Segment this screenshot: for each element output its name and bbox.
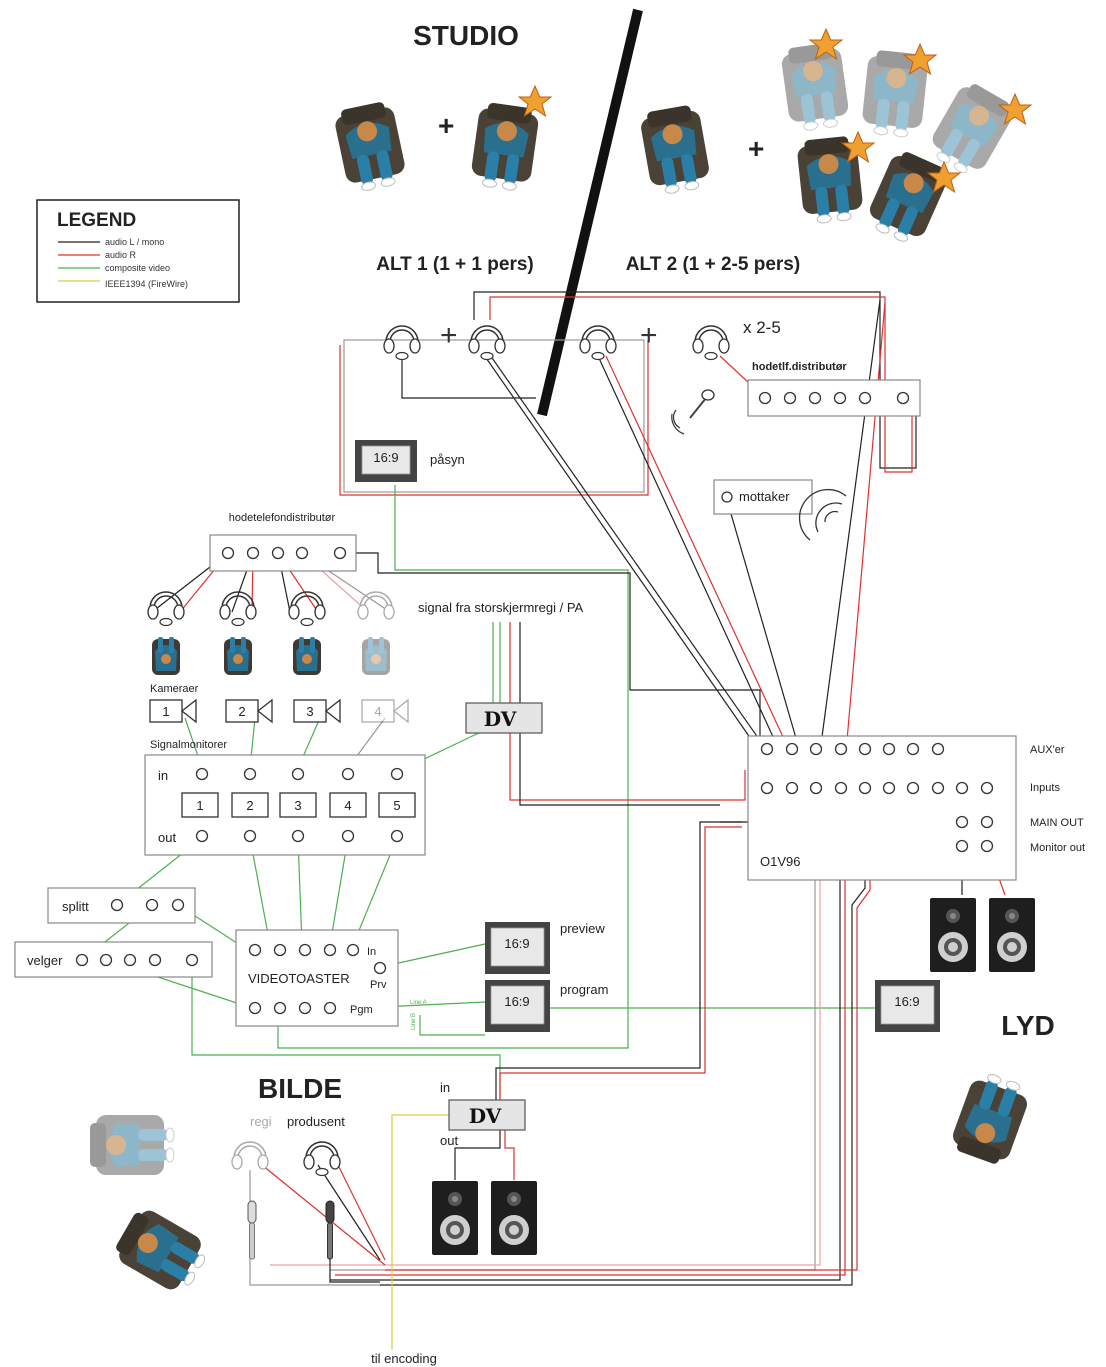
- alt2-label: ALT 2 (1 + 2-5 pers): [626, 254, 800, 275]
- camera-2: 2: [225, 698, 273, 724]
- dv-converter-bottom: in DV out: [440, 1080, 526, 1148]
- splitt-box: splitt: [47, 887, 196, 924]
- sound-operator: [947, 1067, 1034, 1169]
- wireless-mic-icon: [671, 389, 715, 435]
- alt-divider: [537, 8, 643, 417]
- encoding-label: til encoding: [371, 1351, 437, 1366]
- monitor-ratio: 16:9: [504, 936, 529, 951]
- producer-person: [109, 1203, 214, 1299]
- program-monitor: 16:9 program Line A Line B: [410, 980, 608, 1032]
- legend-item-audio-r: audio R: [105, 250, 137, 260]
- monitor-number: 2: [246, 798, 253, 813]
- studio-headphones: + + x 2-5: [383, 318, 781, 361]
- legend-title: LEGEND: [57, 210, 136, 231]
- rack-in-label: in: [158, 768, 168, 783]
- legend-item-audio-l: audio L / mono: [105, 237, 164, 247]
- signalmonitorer-label: Signalmonitorer: [150, 739, 227, 751]
- svg-text:2: 2: [238, 704, 245, 719]
- cameras: 1 2 3 4: [149, 698, 409, 724]
- line-b-label: Line B: [411, 1013, 417, 1030]
- legend-item-firewire: IEEE1394 (FireWire): [105, 279, 188, 289]
- lyd-speakers: [930, 898, 1035, 972]
- mottaker-receiver: mottaker: [713, 479, 847, 541]
- director-person: [89, 1114, 175, 1176]
- mixer-main-out-label: MAIN OUT: [1030, 817, 1084, 829]
- bilde-headsets: [231, 1141, 341, 1260]
- legend-item-video: composite video: [105, 263, 170, 273]
- line-a-label: Line A: [410, 1000, 427, 1006]
- plus-sign: +: [440, 319, 458, 352]
- vt-in-label: In: [367, 946, 376, 958]
- vt-pgm-label: Pgm: [350, 1004, 373, 1016]
- plus-sign: +: [438, 110, 454, 141]
- mixer-name: O1V96: [760, 854, 800, 869]
- dv-out-label: out: [440, 1133, 458, 1148]
- svg-text:3: 3: [306, 704, 313, 719]
- program-label: program: [560, 982, 608, 997]
- camera-operators: [147, 591, 395, 675]
- monitor-number: 3: [294, 798, 301, 813]
- preview-monitor: 16:9 preview: [485, 921, 605, 974]
- mixer-monitor-out-label: Monitor out: [1030, 842, 1085, 854]
- signal-monitors-rack: in out 1 2 3 4 5: [144, 754, 426, 856]
- splitt-label: splitt: [62, 899, 89, 914]
- camera-3: 3: [293, 698, 341, 724]
- hp-distributor-label: hodetlf.distributør: [752, 361, 847, 373]
- monitor-ratio: 16:9: [894, 994, 919, 1009]
- dv-converter-top: DV: [465, 702, 543, 734]
- headphones-count: x 2-5: [743, 318, 781, 337]
- svg-text:4: 4: [374, 704, 381, 719]
- monitor-ratio: 16:9: [504, 994, 529, 1009]
- studio-hp-distributor: hodetlf.distributør: [747, 361, 921, 417]
- studio-title: STUDIO: [413, 20, 519, 51]
- dv-in-label: in: [440, 1080, 450, 1095]
- bilde-title: BILDE: [258, 1073, 342, 1104]
- lyd-title: LYD: [1001, 1010, 1054, 1041]
- monitor-number: 1: [196, 798, 203, 813]
- pasyn-monitor: 16:9 påsyn: [355, 440, 465, 482]
- o1v96-mixer: O1V96: [747, 735, 1017, 881]
- velger-label: velger: [27, 953, 63, 968]
- kameraer-label: Kameraer: [150, 683, 199, 695]
- camera-4: 4: [361, 698, 409, 724]
- monitor-ratio: 16:9: [373, 450, 398, 465]
- video-hp-distributor-label: hodetelefondistributør: [229, 512, 336, 524]
- studio-people-alt2: +: [638, 28, 1032, 249]
- dv-logo: DV: [469, 1104, 502, 1128]
- mottaker-label: mottaker: [739, 489, 790, 504]
- monitor-number: 5: [393, 798, 400, 813]
- produsent-label: produsent: [287, 1114, 345, 1129]
- plus-sign: +: [640, 319, 658, 352]
- alt1-label: ALT 1 (1 + 1 pers): [376, 254, 534, 275]
- camera-1: 1: [149, 698, 197, 724]
- pasyn-label: påsyn: [430, 452, 465, 467]
- lyd-program-monitor: 16:9: [875, 980, 940, 1032]
- regi-label: regi: [250, 1114, 272, 1129]
- monitor-number: 4: [344, 798, 351, 813]
- preview-label: preview: [560, 921, 605, 936]
- legend: LEGEND audio L / mono audio R composite …: [36, 199, 240, 303]
- video-hp-distributor: hodetelefondistributør: [209, 512, 357, 572]
- plus-sign: +: [748, 133, 764, 164]
- videotoaster-label: VIDEOTOASTER: [248, 971, 350, 986]
- mixer-aux-label: AUX'er: [1030, 744, 1065, 756]
- svg-text:1: 1: [162, 704, 169, 719]
- mixer-inputs-label: Inputs: [1030, 782, 1060, 794]
- bilde-speakers: [432, 1181, 537, 1255]
- velger-box: velger: [14, 941, 213, 978]
- signal-source-label: signal fra storskjermregi / PA: [418, 600, 584, 615]
- studio-people-alt1: +: [331, 85, 552, 195]
- rack-out-label: out: [158, 830, 176, 845]
- dv-logo: DV: [484, 707, 517, 731]
- videotoaster: In Prv VIDEOTOASTER Pgm: [235, 929, 399, 1027]
- vt-prv-label: Prv: [370, 979, 387, 991]
